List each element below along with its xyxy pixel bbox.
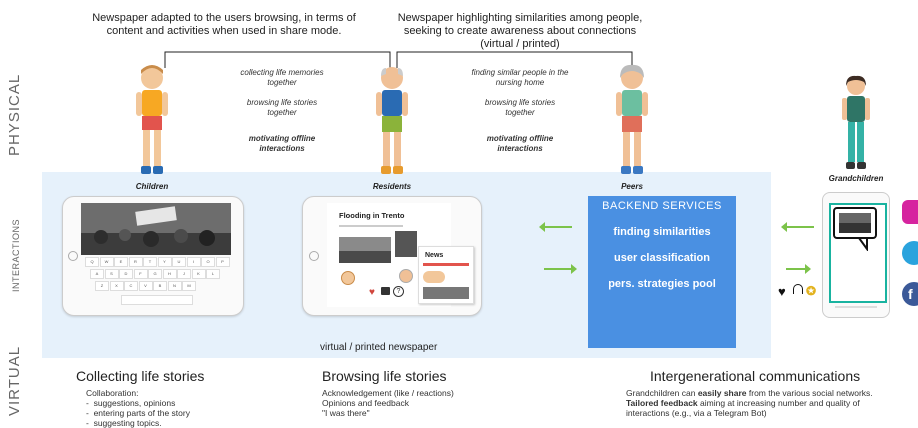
avatar-resident-icon [399,269,413,283]
instagram-icon [902,200,918,224]
keyboard-key[interactable]: B [153,281,167,291]
flood-photo-2 [395,231,417,257]
speech-bubble-photo [833,207,877,251]
section-collecting-desc: Collaboration: - suggestions, opinions -… [86,388,190,428]
keyboard-key[interactable]: W [99,257,114,267]
bracket-connectors [164,51,633,68]
side-label-interactions: INTERACTIONS [11,218,21,292]
keyboard-key[interactable]: X [109,281,124,291]
keyboard-key[interactable]: I [186,257,201,267]
top-note-right: Newspaper highlighting similarities amon… [397,12,643,50]
keyboard-key[interactable]: V [138,281,153,291]
comment-icon[interactable] [381,287,390,295]
keyboard-key[interactable]: J [177,269,191,279]
keyboard-key[interactable]: G [148,269,162,279]
peer-figure [616,64,648,174]
backend-item-similarities: finding similarities [613,226,711,238]
label-grandchildren: Grandchildren [828,174,884,183]
side-label-virtual: VIRTUAL [6,345,23,416]
middle-right-line2: browsing life stories together [484,98,556,117]
child-figure [136,65,168,174]
keyboard-key[interactable]: U [172,257,186,267]
resident-figure [376,67,408,174]
label-children: Children [135,182,169,191]
keyboard-key[interactable]: H [162,269,177,279]
keyboard-key[interactable]: K [191,269,206,279]
keyboard-key[interactable]: F [133,269,148,279]
label-peers: Peers [621,182,643,191]
keyboard-key[interactable]: M [182,281,196,291]
middle-left-line3: motivating offline interactions [248,134,316,153]
grandchild-figure [842,75,870,169]
keyboard-key[interactable]: Z [95,281,109,291]
section-intergen-desc: Grandchildren can easily share from the … [626,388,873,418]
avatar-child-icon [341,271,355,285]
printed-newspaper: News [418,246,474,304]
flood-photo-1 [339,237,391,263]
keyboard-key[interactable]: Y [157,257,172,267]
protest-photo [81,203,231,255]
top-note-left: Newspaper adapted to the users browsing,… [92,12,356,37]
newspaper-headline: Flooding in Trento [339,211,405,220]
label-residents: Residents [372,182,412,191]
keyboard-key[interactable]: T [143,257,157,267]
middle-right-line3: motivating offline interactions [486,134,554,153]
tablet-home-button[interactable] [309,251,319,261]
keyboard-key[interactable]: P [215,257,230,267]
newspaper-caption: virtual / printed newspaper [320,342,438,353]
backend-title: BACKEND SERVICES [602,200,722,212]
middle-left-line1: collecting life memories together [240,68,324,87]
telegram-icon [902,241,918,265]
heart-icon[interactable]: ♥ [369,287,375,298]
section-intergen-title: Intergenerational communications [650,368,861,384]
trophy-icon: ✪ [806,284,817,298]
middle-left-line2: browsing life stories together [246,98,318,117]
backend-item-classification: user classification [614,252,710,264]
section-collecting-title: Collecting life stories [76,368,205,384]
arrow-newspaper-to-backend [544,264,577,274]
keyboard-key[interactable]: E [114,257,128,267]
keyboard-spacebar[interactable] [121,295,193,305]
keyboard-key[interactable]: Q [85,257,99,267]
backend-item-strategies: pers. strategies pool [608,278,716,290]
tablet-home-button[interactable] [68,251,78,261]
keyboard-key[interactable]: L [206,269,220,279]
question-icon[interactable]: ? [393,286,404,297]
arrow-backend-to-phone [786,264,811,274]
backend-services-box: BACKEND SERVICES finding similarities us… [588,196,736,348]
smartphone [822,192,890,318]
keyboard-key[interactable]: D [119,269,133,279]
heart-icon: ♥ [778,284,786,299]
arrow-phone-to-backend [781,222,814,232]
bell-icon [793,284,803,294]
section-browsing-title: Browsing life stories [322,368,447,384]
keyboard-key[interactable]: A [90,269,104,279]
middle-right-line1: finding similar people in the nursing ho… [471,68,569,87]
printed-newspaper-title: News [425,252,444,259]
arrow-backend-to-newspaper [539,222,572,232]
section-browsing-desc: Acknowledgement (like / reactions) Opini… [322,388,454,418]
facebook-icon: f [902,282,918,306]
keyboard-key[interactable]: N [167,281,182,291]
keyboard-key[interactable]: C [124,281,138,291]
keyboard-key[interactable]: S [104,269,119,279]
keyboard-key[interactable]: R [128,257,143,267]
keyboard-key[interactable]: O [201,257,215,267]
